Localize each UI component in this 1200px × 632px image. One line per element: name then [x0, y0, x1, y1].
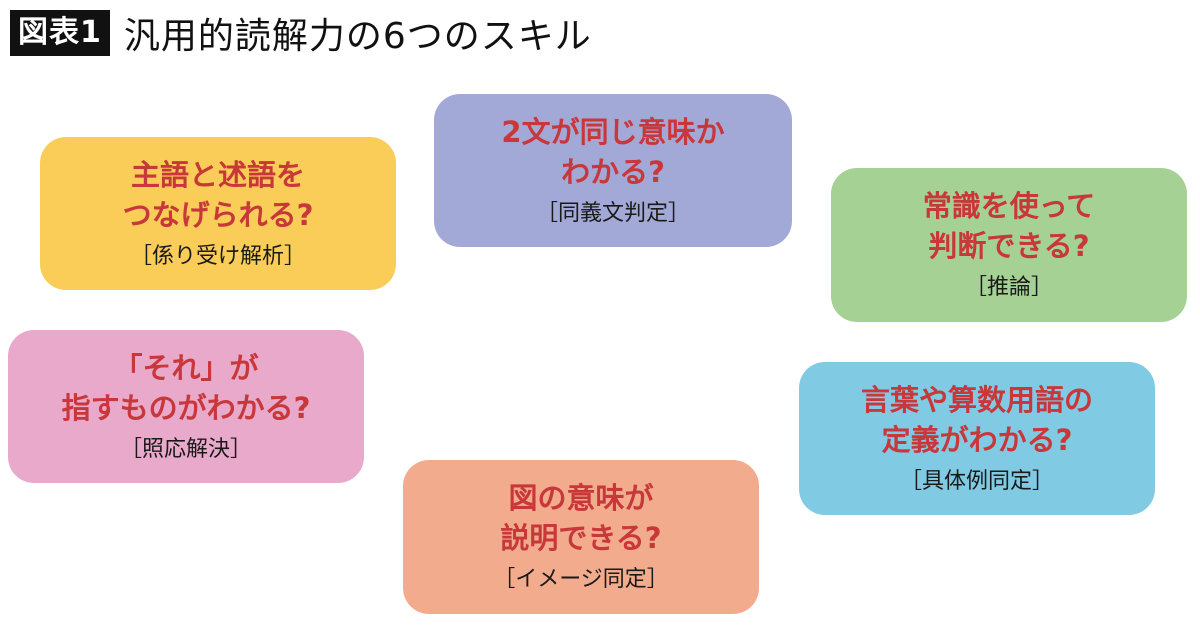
skill-label: ［具体例同定］	[899, 468, 1054, 494]
skill-question-line2: つなげられる?	[122, 197, 314, 232]
skill-box-gutairei: 言葉や算数用語の 定義がわかる? ［具体例同定］	[799, 362, 1155, 515]
skill-question-line1: 言葉や算数用語の	[860, 382, 1093, 417]
skill-box-shouou: 「それ」が 指すものがわかる? ［照応解決］	[8, 330, 364, 483]
skill-question-line2: 指すものがわかる?	[61, 390, 311, 425]
skill-label: ［推論］	[964, 275, 1053, 300]
skill-question-line1: 「それ」が	[113, 350, 259, 385]
skill-question-line1: 図の意味が	[508, 481, 654, 515]
figure-header: 図表1 汎用的読解力の6つのスキル	[10, 10, 592, 57]
skill-question-line2: わかる?	[561, 154, 665, 189]
skill-label: ［係り受け解析］	[129, 243, 306, 269]
skill-question-line1: 主語と述語を	[130, 157, 305, 192]
skill-box-kakariuke: 主語と述語を つなげられる? ［係り受け解析］	[40, 137, 396, 290]
skill-label: ［同義文判定］	[535, 200, 690, 226]
skill-box-image: 図の意味が 説明できる? ［イメージ同定］	[403, 460, 759, 614]
skill-question-line2: 説明できる?	[500, 521, 662, 555]
skill-box-suiron: 常識を使って 判断できる? ［推論］	[831, 168, 1187, 322]
skill-question-line1: 常識を使って	[922, 189, 1096, 223]
figure-number-badge: 図表1	[10, 10, 110, 56]
skill-box-dougibun: 2文が同じ意味か わかる? ［同義文判定］	[434, 94, 792, 247]
figure-title: 汎用的読解力の6つのスキル	[123, 16, 592, 57]
skill-question-line2: 判断できる?	[928, 229, 1090, 263]
skill-question-line1: 2文が同じ意味か	[501, 114, 725, 149]
skill-label: ［イメージ同定］	[493, 567, 669, 592]
skill-question-line2: 定義がわかる?	[881, 422, 1073, 457]
skill-label: ［照応解決］	[119, 436, 252, 462]
